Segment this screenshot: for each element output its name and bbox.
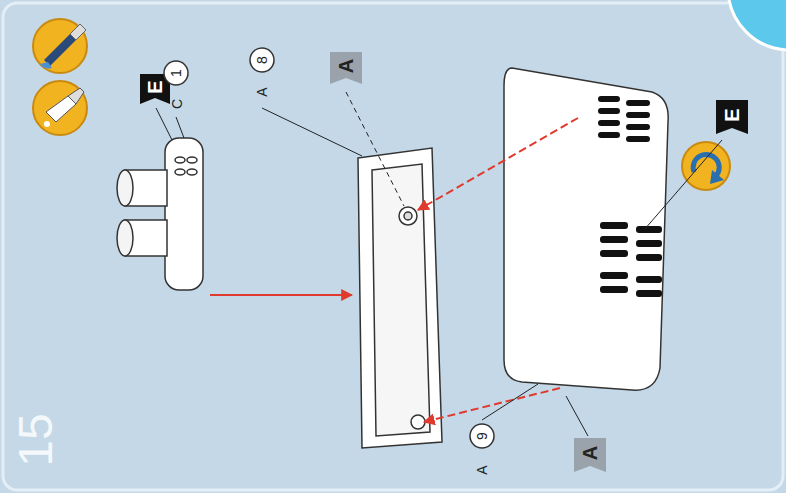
part-letter: E: [145, 80, 165, 93]
part-letter: A: [475, 465, 489, 474]
brush-icon: [33, 19, 87, 73]
part-letter: A: [255, 87, 269, 96]
callout-circle: [250, 48, 274, 72]
cover-part: [504, 68, 668, 390]
flag-marker: [330, 52, 362, 84]
callout-circle: [164, 61, 188, 85]
flip-icon: [682, 142, 730, 190]
step-number: 15: [12, 413, 60, 466]
corner-disc: [728, 0, 786, 50]
sensor-part: [117, 138, 203, 290]
callout-circle: [470, 424, 494, 448]
part-letter: A: [580, 446, 600, 460]
callout-number: 8: [255, 56, 269, 64]
leader-line: [156, 92, 722, 436]
frame: [3, 3, 783, 490]
frame-part: [358, 148, 442, 448]
part-letter: C: [170, 99, 184, 109]
flag-marker: [716, 100, 748, 134]
callout-number: 1: [169, 69, 183, 77]
assembly-arrow: [210, 118, 578, 422]
glue-icon: [33, 81, 87, 135]
part-letter: A: [336, 59, 356, 73]
callout-number: 9: [475, 432, 489, 440]
flag-marker: [574, 438, 606, 472]
part-letter: E: [722, 108, 742, 121]
